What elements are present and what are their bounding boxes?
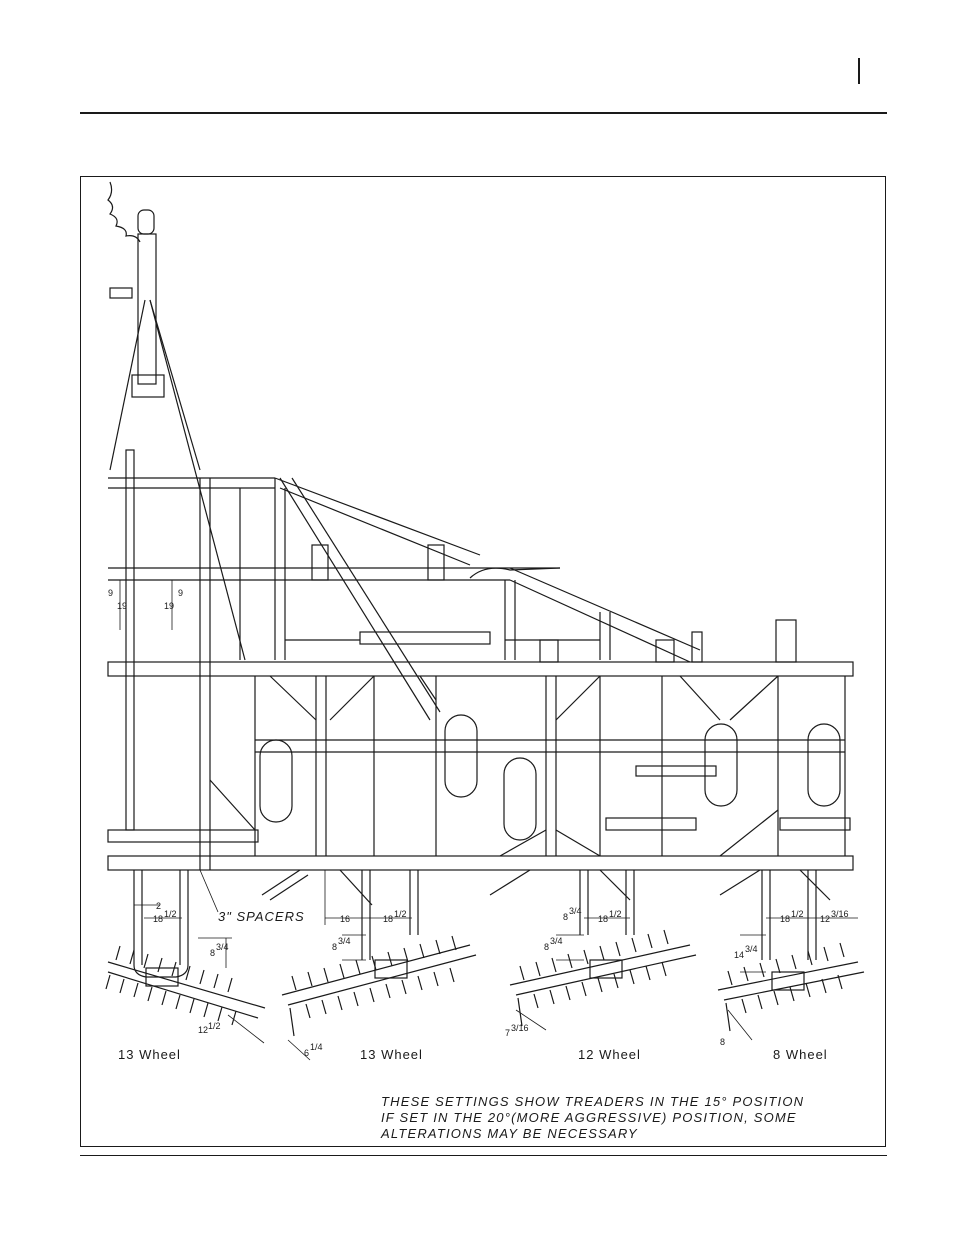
dim-18a-frac: 1/2 (164, 909, 177, 919)
dim-8a-frac: 3/4 (216, 942, 229, 952)
dim-12b-frac: 3/16 (831, 909, 849, 919)
note-line-2: IF SET IN THE 20°(MORE AGGRESSIVE) POSIT… (381, 1110, 797, 1125)
wheel-labels: 13 Wheel 13 Wheel 12 Wheel 8 Wheel (118, 1047, 828, 1062)
dim-9-right: 9 (178, 588, 183, 598)
dim-16: 16 (340, 914, 350, 924)
dim-19-left: 19 (117, 601, 127, 611)
dim-8e: 8 (720, 1037, 725, 1047)
dim-6: 6 (304, 1048, 309, 1058)
dim-7: 7 (505, 1028, 510, 1038)
dim-8d: 8 (544, 942, 549, 952)
dim-8c-frac: 3/4 (569, 906, 582, 916)
dim-8b: 8 (332, 942, 337, 952)
dim-18a: 18 (153, 914, 163, 924)
dim-14: 14 (734, 950, 744, 960)
wheel-label-4: 8 Wheel (773, 1047, 828, 1062)
dim-8b-frac: 3/4 (338, 936, 351, 946)
dim-9-left: 9 (108, 588, 113, 598)
machine-frame-lines (108, 182, 853, 977)
dim-18c: 18 (598, 914, 608, 924)
dim-18d-frac: 1/2 (791, 909, 804, 919)
dim-6-frac: 1/4 (310, 1042, 323, 1052)
dimension-labels: 9 19 9 19 2 18 1/2 8 3/4 12 1/2 16 18 1/… (108, 588, 849, 1058)
wheel-label-2: 13 Wheel (360, 1047, 423, 1062)
dim-12-frac: 1/2 (208, 1021, 221, 1031)
dim-2: 2 (156, 901, 161, 911)
dim-7-frac: 3/16 (511, 1023, 529, 1033)
wheel-label-1: 13 Wheel (118, 1047, 181, 1062)
note-line-3: ALTERATIONS MAY BE NECESSARY (380, 1126, 638, 1141)
settings-note: THESE SETTINGS SHOW TREADERS IN THE 15° … (380, 1094, 804, 1141)
dim-19-right: 19 (164, 601, 174, 611)
safety-chain-icon (108, 182, 140, 242)
wheel-label-3: 12 Wheel (578, 1047, 641, 1062)
jack-handle-icon (110, 288, 132, 298)
dim-8d-frac: 3/4 (550, 936, 563, 946)
dim-18b-frac: 1/2 (394, 909, 407, 919)
dim-12: 12 (198, 1025, 208, 1035)
dim-14-frac: 3/4 (745, 944, 758, 954)
dim-8a: 8 (210, 948, 215, 958)
dim-12b: 12 (820, 914, 830, 924)
dim-18b: 18 (383, 914, 393, 924)
dimension-lines (108, 580, 858, 1060)
dim-18c-frac: 1/2 (609, 909, 622, 919)
dim-8c: 8 (563, 912, 568, 922)
spacer-label: 3" SPACERS (218, 909, 305, 924)
dim-18d: 18 (780, 914, 790, 924)
note-line-1: THESE SETTINGS SHOW TREADERS IN THE 15° … (381, 1094, 804, 1109)
